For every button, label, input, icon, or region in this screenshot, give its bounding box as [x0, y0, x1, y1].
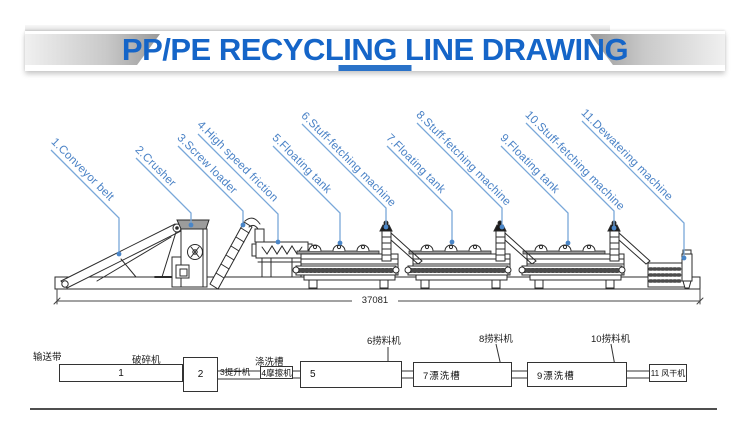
label-leader-dots: [116, 222, 687, 261]
schematic-box-tank-9: 9漂洗槽: [527, 362, 627, 387]
annotation-fetcher-10: 10捞料机: [591, 334, 631, 345]
banner-left-ribbon: [25, 34, 160, 65]
annotation-conveyor: 输送带: [33, 352, 62, 363]
crusher-drawing: [171, 219, 210, 288]
schematic-box-tank-5: 5: [300, 361, 402, 388]
page-title: PP/PE RECYCLING LINE DRAWING: [121, 32, 629, 67]
schematic-box-crusher: 2: [183, 357, 218, 392]
label-leader-lines: [50, 120, 685, 256]
dimension-value: 37081: [352, 295, 398, 306]
screw-loader-drawing: [209, 217, 265, 290]
annotation-elevator: 3提升机: [220, 367, 251, 377]
title-banner: PP/PE RECYCLING LINE DRAWING: [25, 31, 725, 71]
annotation-fetcher-6: 6捞料机: [367, 336, 401, 347]
schematic-box-tank-7: 7漂洗槽: [413, 362, 512, 387]
annotation-crusher: 破碎机: [132, 355, 161, 366]
banner-top-strip: [25, 25, 610, 31]
schematic-box-dryer: 11 风干机: [649, 364, 687, 382]
dewatering-machine-drawing: [647, 249, 693, 289]
banner-right-ribbon: [590, 34, 725, 65]
schematic-box-conveyor: 1: [59, 364, 183, 382]
schematic-box-friction: 4摩擦机: [260, 366, 293, 379]
annotation-fetcher-8: 8捞料机: [479, 334, 513, 345]
title-underline: [338, 65, 412, 71]
annotation-wash-tank: 涤洗槽: [255, 357, 284, 368]
